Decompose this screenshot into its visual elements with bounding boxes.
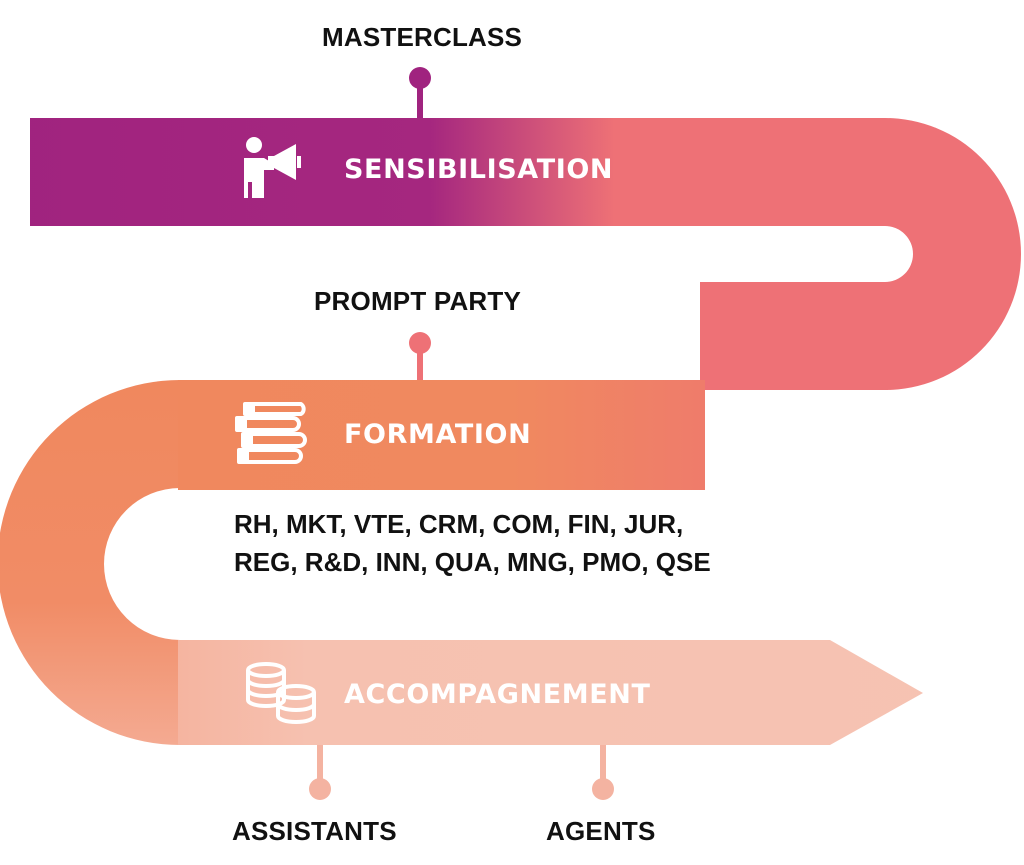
sensibilisation-band xyxy=(30,118,710,226)
agents-pin xyxy=(592,745,614,800)
stacked-books-icon xyxy=(235,402,307,464)
right-curve xyxy=(700,118,1021,390)
accompagnement-band xyxy=(178,640,923,745)
assistants-pin xyxy=(309,745,331,800)
prompt-party-label: PROMPT PARTY xyxy=(314,286,522,316)
masterclass-pin xyxy=(409,67,431,118)
prompt-party-pin xyxy=(409,332,431,380)
sensibilisation-title: SENSIBILISATION xyxy=(344,154,614,185)
domains-list: RH, MKT, VTE, CRM, COM, FIN, JUR, REG, R… xyxy=(234,505,711,581)
megaphone-person-icon xyxy=(244,137,301,198)
coin-stacks-icon xyxy=(246,662,316,724)
domains-line-2: REG, R&D, INN, QUA, MNG, PMO, QSE xyxy=(234,547,711,577)
masterclass-label: MASTERCLASS xyxy=(322,22,523,52)
domains-line-1: RH, MKT, VTE, CRM, COM, FIN, JUR, xyxy=(234,509,684,539)
accompagnement-title: ACCOMPAGNEMENT xyxy=(344,679,651,710)
assistants-label: ASSISTANTS xyxy=(232,816,397,846)
agents-label: AGENTS xyxy=(546,816,656,846)
formation-title: FORMATION xyxy=(344,419,532,450)
